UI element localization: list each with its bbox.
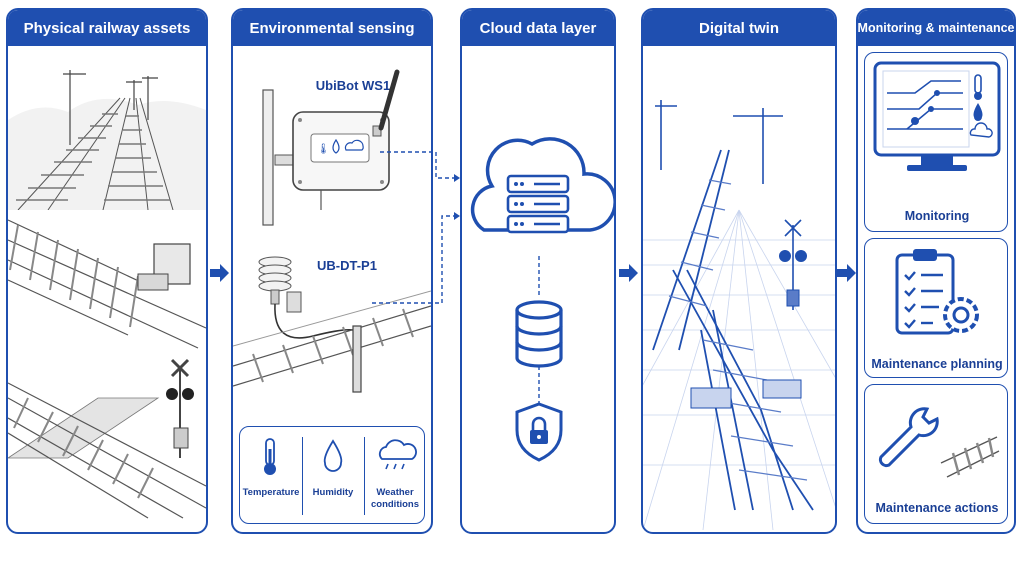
thermometer-icon [264,438,276,475]
measurement-label-weather: Weather conditions [370,487,420,510]
digital-twin-track-illustration [643,100,835,531]
measurement-label-humidity: Humidity [312,487,354,498]
level-crossing-illustration [8,358,206,519]
droplet-icon [323,439,343,472]
panel-title: Environmental sensing [233,10,431,46]
flow-arrow-icon [619,264,638,282]
measurement-label-temperature: Temperature [242,487,300,498]
panel-environmental-sensing: Environmental sensing UbiBot WS1 🌡 UB-DT… [231,8,433,534]
card-label-monitoring: Monitoring [904,209,970,223]
maintenance-actions-card: Maintenance actions [864,384,1008,524]
lock-shield-icon [515,402,563,462]
clipboard-gear-icon [895,249,979,335]
flow-arrow-icon [210,264,229,282]
rain-cloud-icon [378,439,417,470]
panel-title: Cloud data layer [462,10,614,46]
database-icon [515,300,563,368]
card-label-maintenance-planning: Maintenance planning [871,357,1003,371]
monitor-icon [873,61,1001,171]
wrench-track-icon [878,407,1000,478]
svg-text:🌡: 🌡 [317,143,330,155]
panel-monitoring-maintenance: Monitoring & maintenance Monitoring [856,8,1016,534]
panel-digital-twin: Digital twin [641,8,837,534]
maintenance-planning-card: Maintenance planning [864,238,1008,378]
monitoring-card: Monitoring [864,52,1008,232]
ub-dt-p1-probe-illustration [233,256,431,393]
ubibot-ws1-device-illustration: 🌡 [262,69,400,226]
straight-track-illustration [8,70,206,211]
measurements-box: Temperature Humidity Weather conditions [239,426,425,524]
switch-track-illustration [8,210,206,350]
card-label-maintenance-actions: Maintenance actions [875,501,999,515]
panel-title: Monitoring & maintenance [858,10,1014,46]
sensor-label-ubdtp1: UB-DT-P1 [317,258,377,273]
sensor-to-cloud-connector [372,151,460,304]
divider [302,437,303,515]
divider [364,437,365,515]
panel-cloud-data-layer: Cloud data layer [460,8,616,534]
flow-arrow-icon [837,264,856,282]
panel-title: Digital twin [643,10,835,46]
server-cloud-icon [470,137,614,234]
panel-physical-assets: Physical railway assets [6,8,208,534]
sensor-label-ws1: UbiBot WS1 [315,78,391,93]
panel-title: Physical railway assets [8,10,206,46]
